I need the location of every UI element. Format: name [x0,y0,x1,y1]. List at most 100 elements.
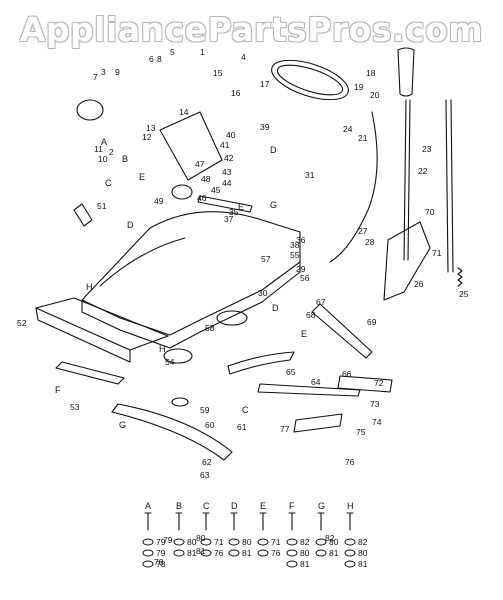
part-callout-20: 20 [370,90,380,100]
spring-small [457,267,463,287]
hardware-part-number: 76 [214,548,224,558]
lift-arm [311,303,373,359]
hardware-part-number: 80 [242,537,252,547]
part-callout-36: 36 [296,235,306,245]
hardware-part-number: 80 [187,537,197,547]
carriage-bolt-f [288,512,296,531]
drive-belt-inner [276,64,344,96]
upper-bracket [159,111,223,181]
part-callout-38: 38 [290,240,300,250]
hardware-key-letter-11: H [159,344,166,354]
hardware-key-letter-13: D [272,303,279,313]
hardware-part-number: 80 [358,548,368,558]
hardware-washer-icon [200,549,212,557]
lift-rod-edge [407,99,411,261]
part-callout-11: 11 [94,144,103,154]
part-callout-4: 4 [241,52,246,62]
hardware-washer-icon [173,549,185,557]
hardware-part-number: 81 [242,548,252,558]
part-callout-79: 79 [163,535,173,545]
hardware-key-letter-0: A [101,137,107,147]
shift-rod-edge [450,99,454,273]
hardware-part-number: 81 [358,559,368,569]
part-callout-25: 25 [459,289,469,299]
hardware-part-number: 79 [156,537,166,547]
part-callout-15: 15 [213,68,223,78]
part-callout-45: 45 [211,185,221,195]
hardware-washer-icon [228,538,240,546]
part-callout-1: 1 [200,47,205,57]
hardware-key-letter-3: D [127,220,134,230]
part-callout-46: 46 [197,193,207,203]
part-callout-77: 77 [280,424,290,434]
carriage-bolt-e [259,512,267,531]
lift-bracket [383,221,431,301]
part-callout-49: 49 [154,196,164,206]
part-callout-17: 17 [260,79,270,89]
part-callout-68: 68 [306,310,316,320]
part-callout-63: 63 [200,470,210,480]
part-callout-65: 65 [286,367,296,377]
hardware-group-letter: A [145,501,151,511]
lift-link [55,361,125,385]
part-callout-75: 75 [356,427,366,437]
hardware-washer-icon [142,549,154,557]
carriage-bolt-c [202,512,210,531]
part-callout-62: 62 [202,457,212,467]
part-callout-23: 23 [422,144,432,154]
part-callout-74: 74 [372,417,382,427]
control-cable [329,111,378,263]
hardware-part-number: 78 [156,559,166,569]
hardware-key-letter-12: C [242,405,249,415]
part-callout-60: 60 [205,420,215,430]
part-callout-31: 31 [305,170,315,180]
part-callout-12: 12 [142,132,152,142]
hardware-washer-icon [286,560,298,568]
hardware-key-letter-1: B [122,154,128,164]
part-callout-71: 71 [432,248,442,258]
hardware-part-number: 81 [329,548,339,558]
hinge-plate [293,413,343,433]
drive-belt [271,59,349,101]
part-callout-43: 43 [222,167,232,177]
hardware-group-letter: D [231,501,238,511]
hardware-key-letter-8: G [119,420,126,430]
part-callout-67: 67 [316,297,326,307]
hardware-washer-icon [142,560,154,568]
front-deflector-plate [35,297,169,351]
hardware-washer-icon [257,538,269,546]
hardware-washer-icon [315,538,327,546]
part-callout-3: 3 [101,67,106,77]
part-callout-5: 5 [170,47,175,57]
hardware-key-letter-7: F [55,385,61,395]
deck-front-edge [99,237,186,287]
carriage-bolt-h [346,512,354,531]
hardware-washer-icon [257,549,269,557]
part-callout-48: 48 [201,174,211,184]
hardware-key-letter-6: E [238,202,244,212]
watermark-banner: AppliancePartsPros.com [0,0,503,58]
hardware-key-letter-2: C [105,178,112,188]
hardware-washer-icon [344,560,356,568]
hardware-washer-icon [286,549,298,557]
hardware-key-letter-14: E [301,329,307,339]
rear-bracket [337,375,393,393]
hardware-key-letter-4: D [270,145,277,155]
part-callout-73: 73 [370,399,380,409]
part-callout-28: 28 [365,237,375,247]
lift-rod [403,99,407,261]
part-callout-81: 81 [196,546,206,556]
part-callout-53: 53 [70,402,80,412]
front-hanger [73,203,93,227]
idler-arm [197,195,253,213]
hardware-washer-icon [200,538,212,546]
hardware-key-letter-10: H [86,282,93,292]
part-callout-24: 24 [343,124,353,134]
carriage-bolt-d [230,512,238,531]
part-callout-27: 27 [358,226,368,236]
watermark-text: AppliancePartsPros.com [19,9,484,49]
part-callout-2: 2 [109,147,114,157]
hardware-part-number: 82 [300,537,310,547]
part-callout-51: 51 [97,201,107,211]
